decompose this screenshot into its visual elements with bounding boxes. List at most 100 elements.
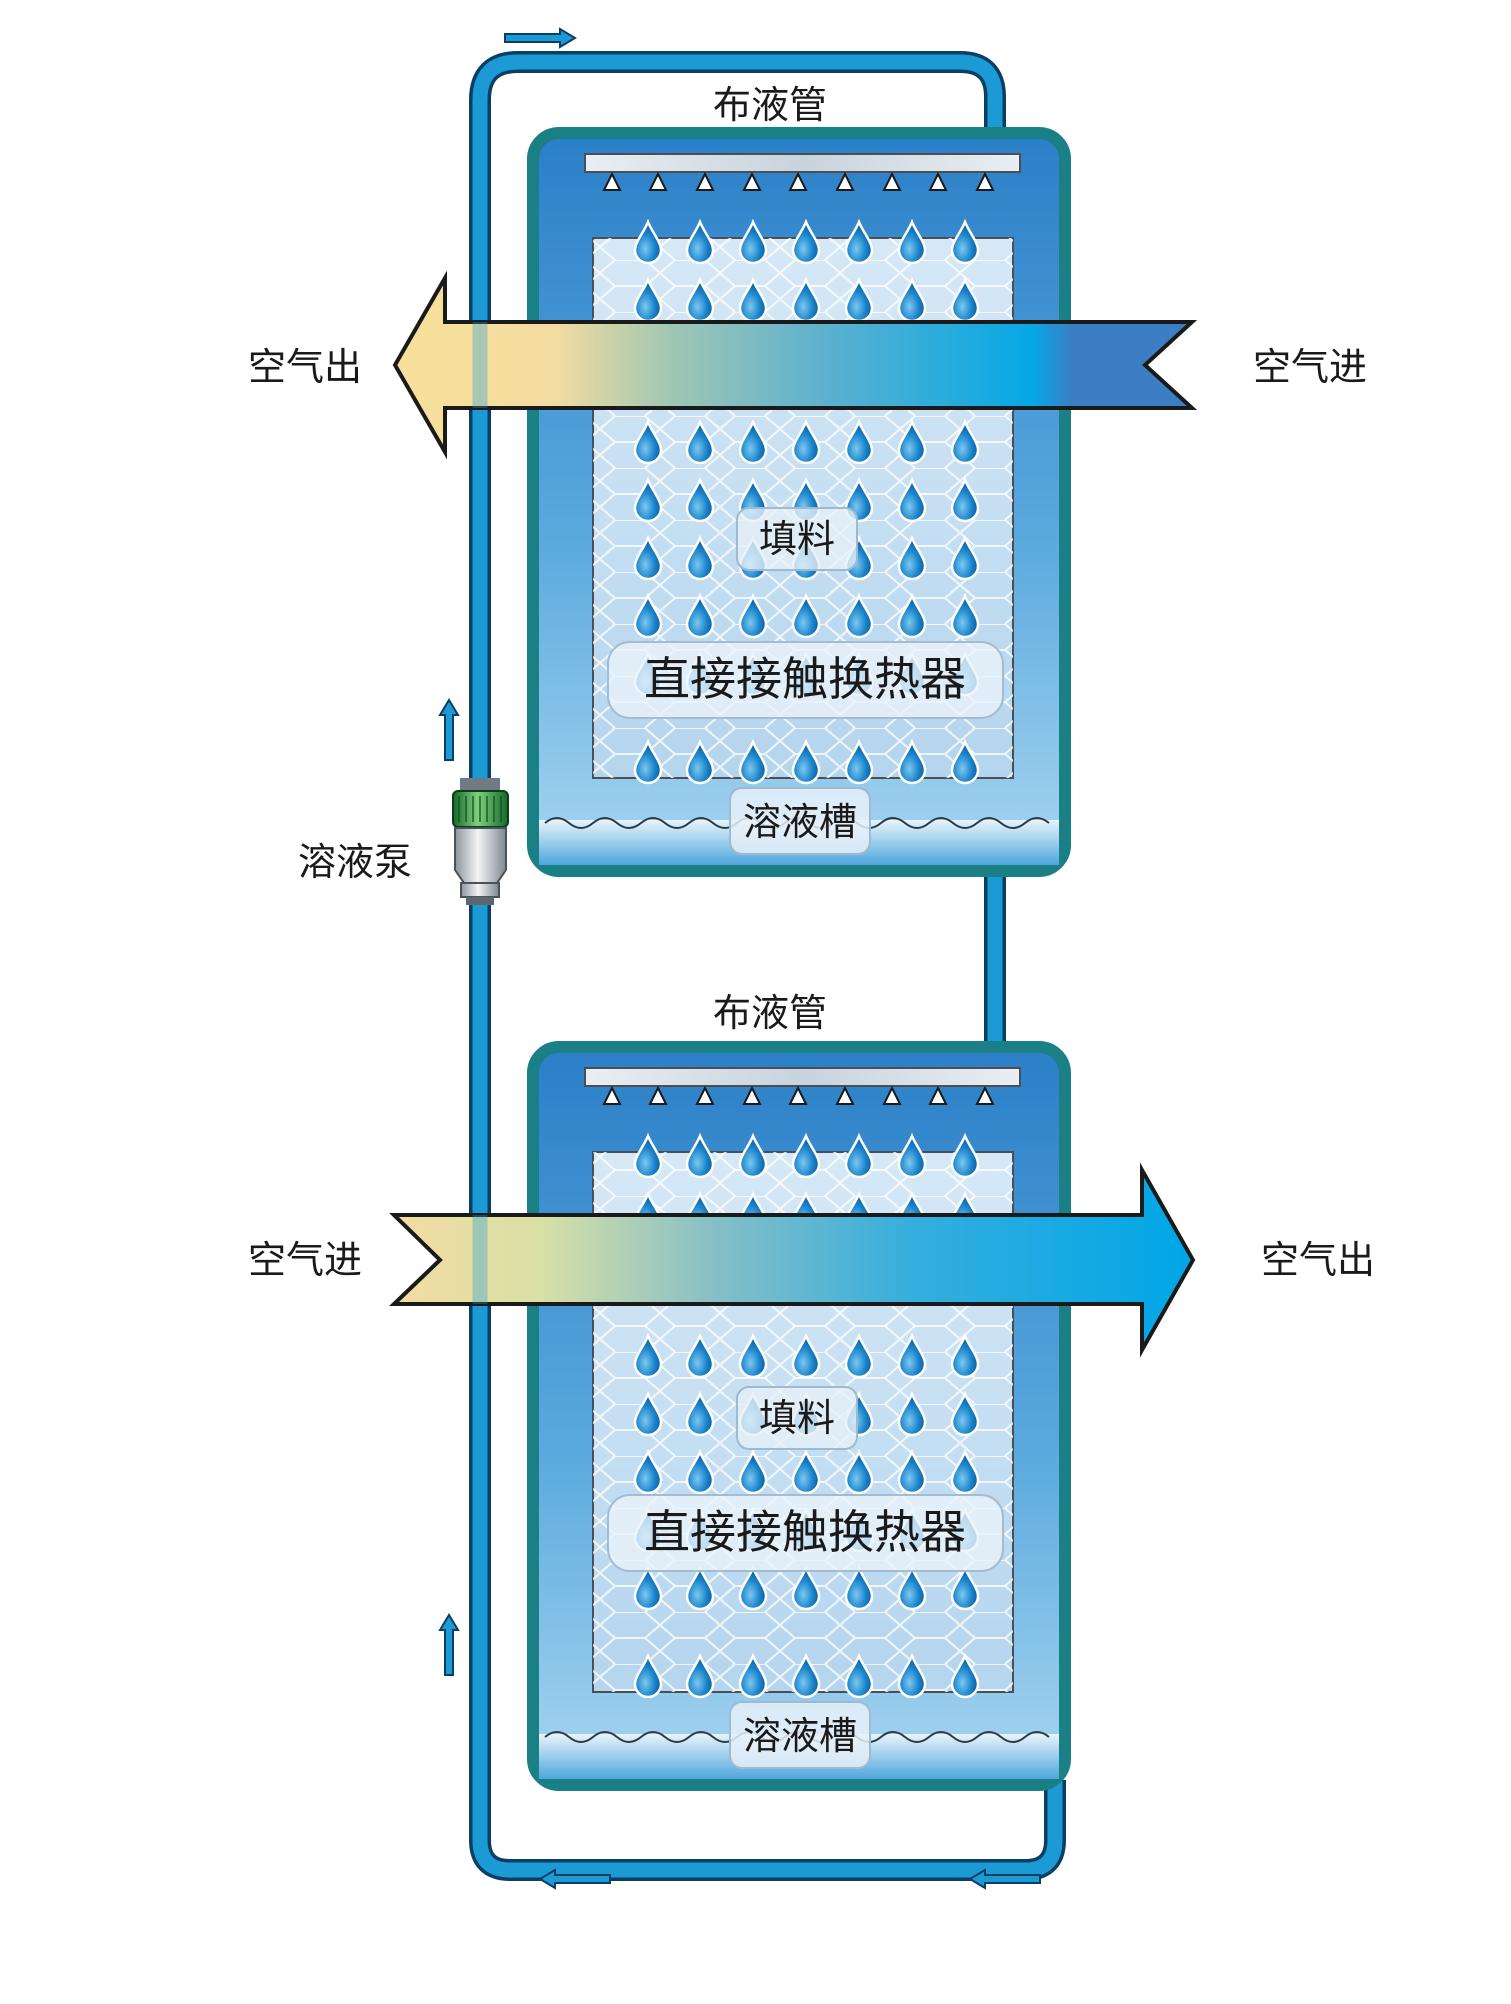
bottom-tank-label: 溶液槽 (743, 1714, 857, 1758)
top-exchanger-label-box: 直接接触换热器 (607, 641, 1004, 719)
bottom-tank-label-box: 溶液槽 (729, 1701, 871, 1769)
spray-nozzle (835, 1085, 855, 1105)
spray-nozzle (882, 1085, 902, 1105)
liquid-droplet (844, 218, 874, 265)
liquid-droplet (738, 1132, 768, 1179)
liquid-droplet (685, 1332, 715, 1379)
liquid-droplet (897, 476, 927, 523)
liquid-droplet (950, 534, 980, 581)
liquid-droplet (897, 1332, 927, 1379)
liquid-droplet (950, 592, 980, 639)
top-tank-label-box: 溶液槽 (729, 787, 871, 855)
top-exchanger-label: 直接接触换热器 (644, 652, 966, 706)
liquid-droplet (791, 1132, 821, 1179)
liquid-droplet (950, 1390, 980, 1437)
bottom-spray-bar (584, 1067, 1021, 1087)
liquid-droplet (844, 1448, 874, 1495)
spray-nozzle (648, 1085, 668, 1105)
liquid-droplet (897, 1448, 927, 1495)
liquid-droplet (633, 476, 663, 523)
spray-nozzle (788, 171, 808, 191)
liquid-droplet (844, 1132, 874, 1179)
spray-nozzle (882, 171, 902, 191)
spray-nozzle (975, 171, 995, 191)
flow-arrow-up-low (438, 1613, 460, 1676)
liquid-droplet (791, 1652, 821, 1699)
bottom-spray-pipe-label: 布液管 (713, 991, 827, 1035)
spray-nozzle (602, 1085, 622, 1105)
liquid-droplet (844, 738, 874, 785)
liquid-droplet (738, 1332, 768, 1379)
liquid-droplet (685, 592, 715, 639)
liquid-droplet (633, 418, 663, 465)
liquid-droplet (791, 218, 821, 265)
flow-arrow-left-bottom-a (538, 1868, 611, 1890)
top-air-in-label: 空气进 (1253, 345, 1367, 389)
liquid-droplet (791, 1564, 821, 1611)
spray-nozzle (695, 171, 715, 191)
liquid-droplet (791, 1448, 821, 1495)
liquid-droplet (685, 418, 715, 465)
top-air-out-label: 空气出 (248, 345, 362, 389)
liquid-droplet (897, 1564, 927, 1611)
liquid-droplet (844, 1332, 874, 1379)
liquid-droplet (633, 1652, 663, 1699)
bottom-air-arrow (389, 1162, 1196, 1358)
pump-fitting-top (460, 778, 500, 792)
liquid-droplet (633, 592, 663, 639)
liquid-droplet (633, 1564, 663, 1611)
spray-nozzle (788, 1085, 808, 1105)
liquid-droplet (950, 1332, 980, 1379)
liquid-droplet (685, 738, 715, 785)
top-packing-label-box: 填料 (736, 507, 858, 571)
liquid-droplet (791, 592, 821, 639)
flow-arrow-left-bottom-b (968, 1868, 1041, 1890)
top-packing-label: 填料 (759, 517, 835, 561)
liquid-droplet (685, 476, 715, 523)
liquid-droplet (950, 218, 980, 265)
liquid-droplet (897, 1132, 927, 1179)
top-vessel (527, 127, 1071, 877)
top-nozzle-row (602, 171, 995, 191)
liquid-droplet (791, 418, 821, 465)
liquid-droplet (633, 534, 663, 581)
bottom-air-out-label: 空气出 (1261, 1238, 1375, 1282)
liquid-droplet (897, 418, 927, 465)
spray-nozzle (695, 1085, 715, 1105)
liquid-droplet (897, 738, 927, 785)
liquid-droplet (633, 1332, 663, 1379)
liquid-droplet (738, 738, 768, 785)
spray-nozzle (742, 171, 762, 191)
liquid-droplet (738, 218, 768, 265)
bottom-droplets (633, 1132, 980, 1699)
top-spray-bar (584, 153, 1021, 173)
flow-arrow-right-top (504, 27, 577, 49)
spray-nozzle (835, 171, 855, 191)
pump-fitting-bottom (460, 882, 500, 898)
liquid-droplet (685, 1448, 715, 1495)
flow-arrows (438, 27, 1041, 1890)
spray-nozzle (742, 1085, 762, 1105)
liquid-droplet (897, 1390, 927, 1437)
bottom-exchanger-label: 直接接触换热器 (644, 1505, 966, 1559)
liquid-droplet (791, 738, 821, 785)
liquid-droplet (950, 738, 980, 785)
top-air-arrow (392, 270, 1198, 460)
pump-label: 溶液泵 (298, 840, 412, 884)
liquid-droplet (685, 218, 715, 265)
liquid-droplet (844, 418, 874, 465)
liquid-droplet (738, 1564, 768, 1611)
liquid-droplet (685, 534, 715, 581)
liquid-droplet (633, 1390, 663, 1437)
pump-body (454, 827, 507, 884)
solution-pump (452, 778, 509, 905)
bottom-packing-label: 填料 (759, 1396, 835, 1440)
top-spray-pipe-label: 布液管 (713, 83, 827, 127)
top-tank-label: 溶液槽 (743, 800, 857, 844)
liquid-droplet (633, 1132, 663, 1179)
spray-nozzle (928, 1085, 948, 1105)
spray-nozzle (928, 171, 948, 191)
liquid-droplet (633, 1448, 663, 1495)
